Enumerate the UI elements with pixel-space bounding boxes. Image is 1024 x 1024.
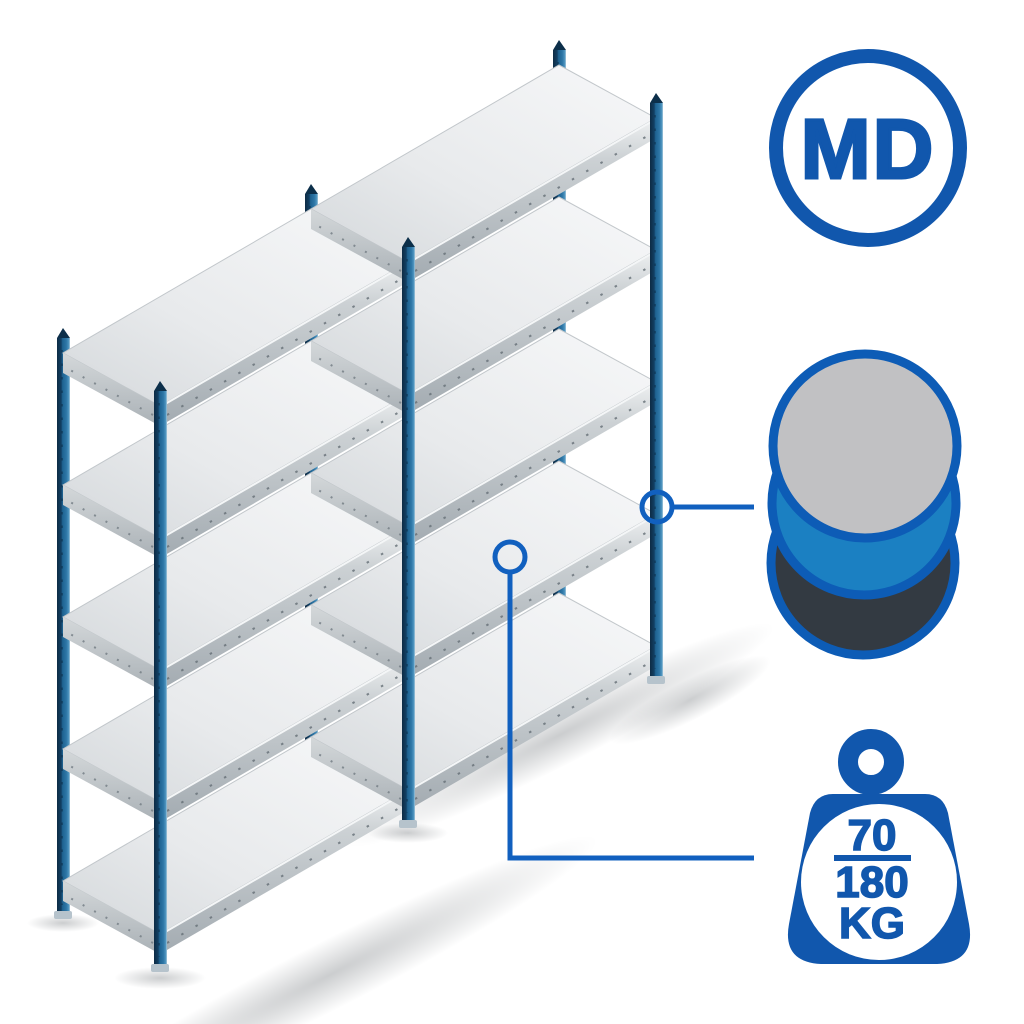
weight-handle-icon	[838, 729, 904, 795]
shelf-left-bay-1	[61, 208, 410, 426]
shelf-endcap-rivet-dots	[317, 225, 402, 272]
post-foot	[54, 911, 72, 919]
shelf-right-bay-5	[309, 592, 658, 810]
shelf-edge-highlight	[159, 790, 409, 936]
weight-label-disc	[801, 804, 957, 960]
post-foot	[399, 820, 417, 828]
shelf-endcap-rivet-dots	[69, 369, 154, 416]
shelf-front-beam	[160, 394, 408, 558]
shelf-edge-highlight	[159, 394, 409, 540]
post-cap	[57, 328, 70, 338]
shadow-foot	[368, 823, 448, 843]
shadow-right-bay	[345, 622, 775, 848]
post-cap	[154, 381, 167, 391]
post-cap	[305, 184, 318, 194]
color-swatch-light-gray	[768, 349, 962, 543]
shelf-endcap-rivet-dots	[317, 489, 402, 536]
post-cap	[553, 40, 566, 50]
callout-post-marker	[639, 489, 754, 525]
post-foot	[647, 676, 665, 684]
shelf-endcap-rivet-dots	[317, 753, 402, 800]
shelf-front-beam	[408, 382, 656, 546]
shelf-endcap-rivet-dots	[69, 501, 154, 548]
upright-post-front-right	[647, 93, 665, 684]
shelf-front-beam	[160, 658, 408, 822]
shelf-left-bay-4	[61, 604, 410, 822]
shelf-edge-highlight	[407, 250, 657, 396]
shelf-end-cap	[63, 353, 160, 426]
upright-post-front-left	[151, 381, 169, 972]
bay-junction-end-caps	[311, 209, 408, 810]
shelf-endcap-rivet-dots	[69, 633, 154, 680]
post-face	[402, 247, 415, 827]
shelf-end-cap	[311, 605, 408, 678]
shelf-edge-highlight	[159, 658, 409, 804]
shelf-edge-highlight	[407, 382, 657, 528]
shelf-front-beam	[160, 526, 408, 690]
shelf-end-cap	[311, 473, 408, 546]
shelf-end-cap	[311, 737, 408, 810]
shelf-edge-highlight	[407, 514, 657, 660]
capacity-bay-load: 180	[835, 858, 908, 907]
shelf-end-cap	[63, 485, 160, 558]
shelf-front-beam	[408, 646, 656, 810]
shelf-edge-highlight	[407, 118, 657, 264]
shelf-left-bay-5	[61, 736, 410, 954]
model-badge-label: MD	[801, 102, 936, 196]
floor-shadow	[27, 622, 775, 1024]
shelf-end-cap	[311, 341, 408, 414]
post-foot	[151, 964, 169, 972]
upright-post-front-middle	[399, 237, 417, 828]
shelf-edge-highlight	[159, 262, 409, 408]
shadow-right-post	[609, 655, 771, 745]
shelf-front-beam	[160, 790, 408, 954]
post-face	[650, 103, 663, 683]
shelf-right-bay-1	[309, 64, 658, 282]
capacity-shelf-load: 70	[848, 811, 897, 860]
shadow-left-bay	[62, 835, 598, 1024]
shadow-foot	[114, 967, 206, 989]
shelf-end-cap	[63, 749, 160, 822]
post-face	[154, 391, 167, 971]
shadow-foot	[27, 914, 99, 932]
color-options-badge	[766, 349, 962, 660]
shelf-endcap-rivet-dots	[69, 897, 154, 944]
model-badge-ring-icon	[769, 49, 967, 247]
shelf-endcap-rivet-dots	[317, 357, 402, 404]
capacity-unit: KG	[839, 899, 905, 948]
shelf-front-beam	[408, 118, 656, 282]
shelf-edge-highlight	[159, 526, 409, 672]
callout-shelf-marker	[492, 539, 754, 861]
shelf-edge-highlight	[407, 646, 657, 792]
shelf-endcap-rivet-dots	[317, 621, 402, 668]
callout-line	[507, 572, 754, 861]
shelf-left-bay-3	[61, 472, 410, 690]
shelf-end-cap	[311, 209, 408, 282]
shelf-endcap-rivet-dots	[69, 765, 154, 812]
load-capacity-badge: 70 180 KG	[787, 729, 971, 964]
post-cap	[402, 237, 415, 247]
shelf-end-cap	[63, 881, 160, 954]
shelf-front-beam	[408, 250, 656, 414]
shelf-front-beam	[160, 262, 408, 426]
shelf-end-cap	[63, 617, 160, 690]
model-badge: MD	[769, 49, 967, 247]
shelf-front-beam	[408, 514, 656, 678]
post-cap	[650, 93, 663, 103]
shelf-left-bay-2	[61, 340, 410, 558]
